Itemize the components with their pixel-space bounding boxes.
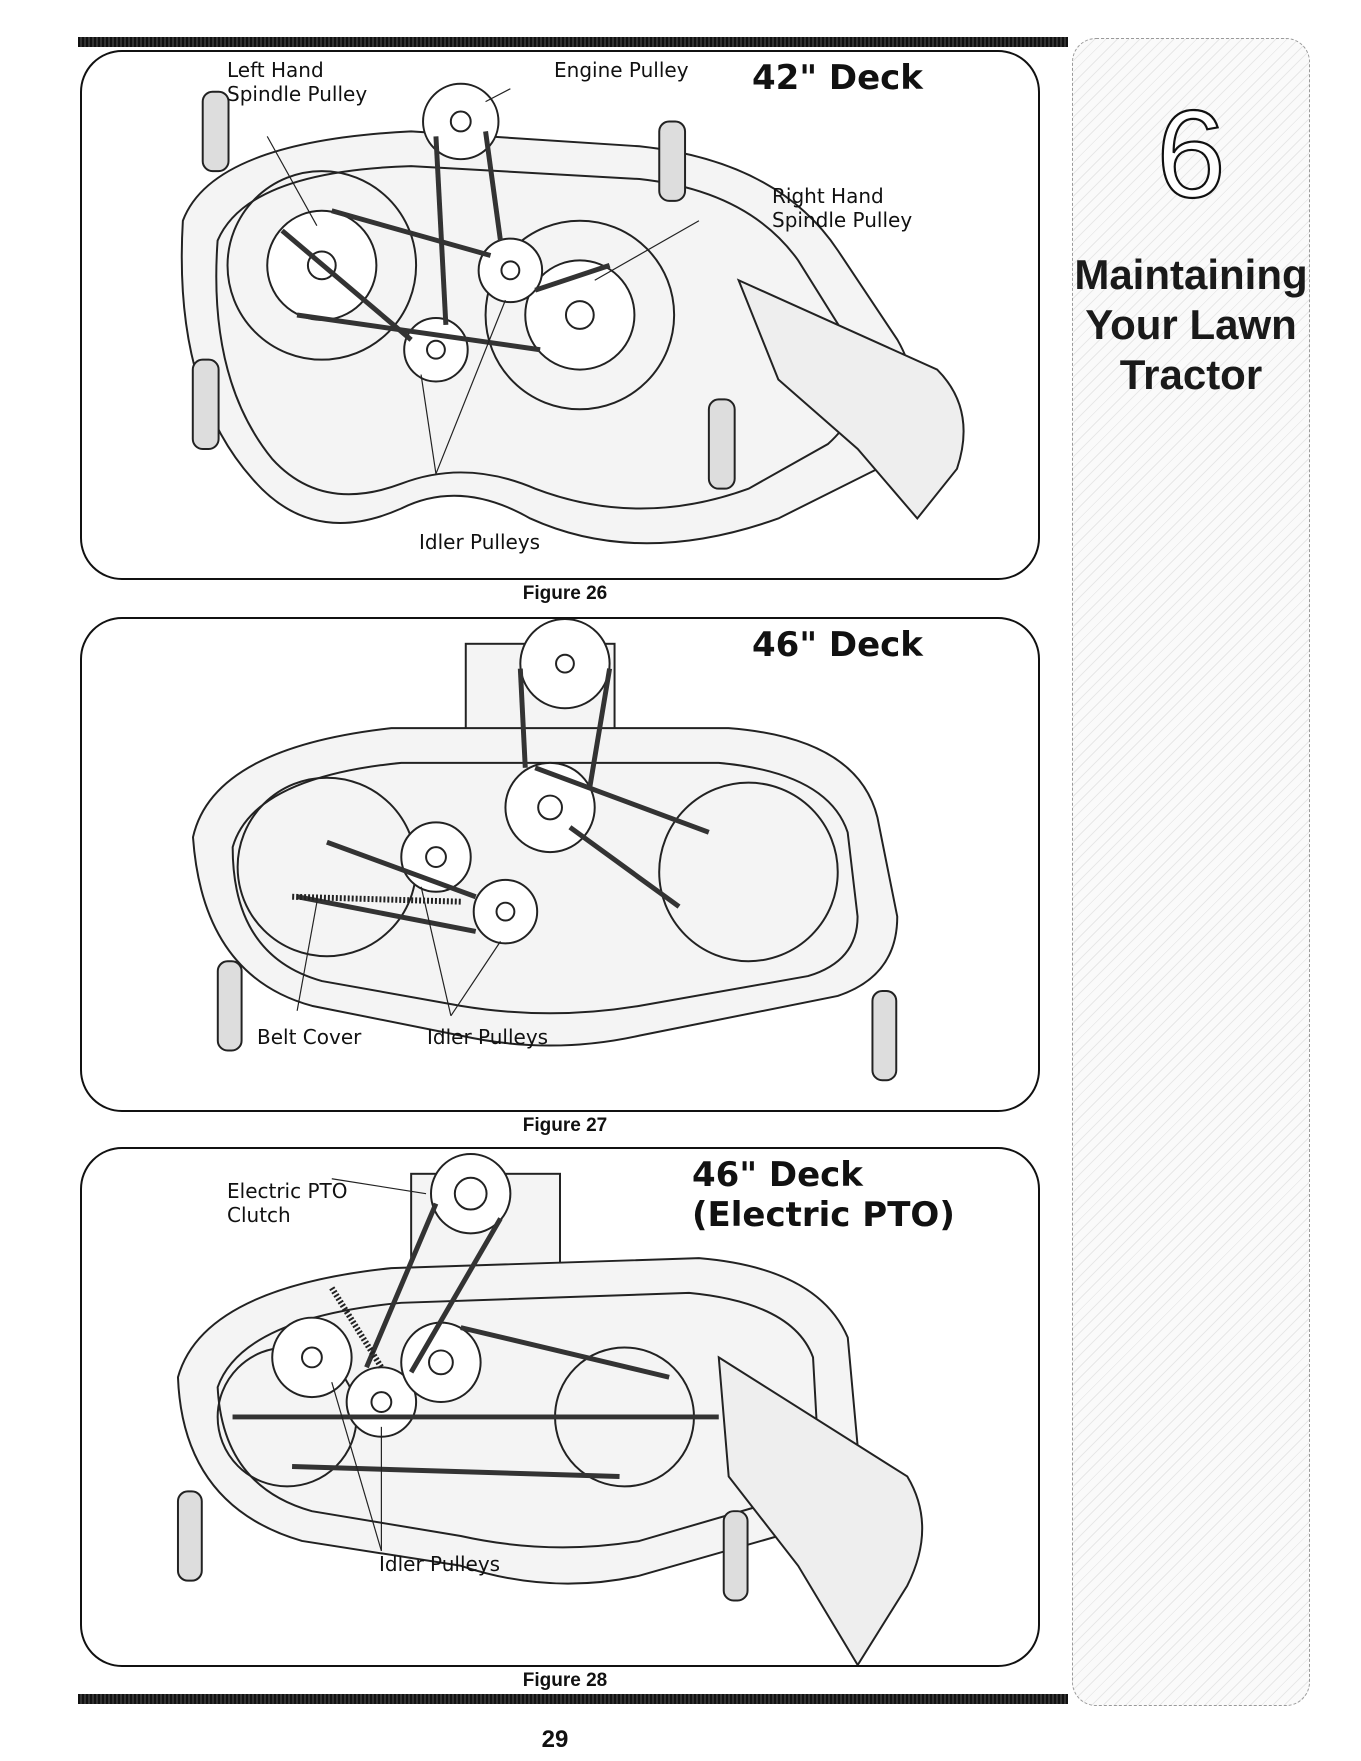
section-title-line-3: Tractor [1072, 350, 1310, 400]
callout-left-hand-spindle-pulley: Left Hand Spindle Pulley [227, 58, 367, 106]
deck-title-line: 46" Deck [692, 1155, 955, 1195]
deck-46-belt-diagram [82, 619, 1038, 1110]
callout-line: Spindle Pulley [227, 82, 367, 106]
figure-27-panel: 46" Deck Belt Cover Idler Pulleys [80, 617, 1040, 1112]
callout-belt-cover: Belt Cover [257, 1025, 361, 1049]
page-number: 29 [480, 1726, 630, 1754]
callout-right-hand-spindle-pulley: Right Hand Spindle Pulley [772, 184, 912, 232]
deck-title-line: (Electric PTO) [692, 1195, 955, 1235]
callout-line: Left Hand [227, 58, 367, 82]
callout-idler-pulleys: Idler Pulleys [419, 530, 540, 554]
figure-27-caption: Figure 27 [465, 1115, 665, 1137]
chapter-number: 6 [1157, 95, 1226, 211]
deck-title-46: 46" Deck [752, 625, 923, 665]
callout-line: Electric PTO [227, 1179, 348, 1203]
section-title: Maintaining Your Lawn Tractor [1072, 250, 1310, 400]
section-title-line-2: Your Lawn [1072, 300, 1310, 350]
callout-idler-pulleys: Idler Pulleys [379, 1552, 500, 1576]
figure-28-panel: Electric PTO Clutch 46" Deck (Electric P… [80, 1147, 1040, 1667]
callout-line: Clutch [227, 1203, 348, 1227]
callout-idler-pulleys: Idler Pulleys [427, 1025, 548, 1049]
callout-engine-pulley: Engine Pulley [554, 58, 689, 82]
figure-26-caption: Figure 26 [465, 583, 665, 605]
figure-28-caption: Figure 28 [465, 1670, 665, 1692]
header-rule [78, 37, 1068, 47]
figure-26-panel: Left Hand Spindle Pulley Engine Pulley 4… [80, 50, 1040, 580]
deck-title-42: 42" Deck [752, 58, 923, 98]
callout-line: Right Hand [772, 184, 912, 208]
deck-title-46-electric-pto: 46" Deck (Electric PTO) [692, 1155, 955, 1235]
chapter-number-outline: 6 [1143, 95, 1239, 211]
section-title-line-1: Maintaining [1072, 250, 1310, 300]
chapter-number-badge: 6 [1143, 95, 1239, 211]
deck-42-belt-diagram [82, 52, 1038, 578]
footer-rule [78, 1694, 1068, 1704]
callout-electric-pto-clutch: Electric PTO Clutch [227, 1179, 348, 1227]
callout-line: Spindle Pulley [772, 208, 912, 232]
